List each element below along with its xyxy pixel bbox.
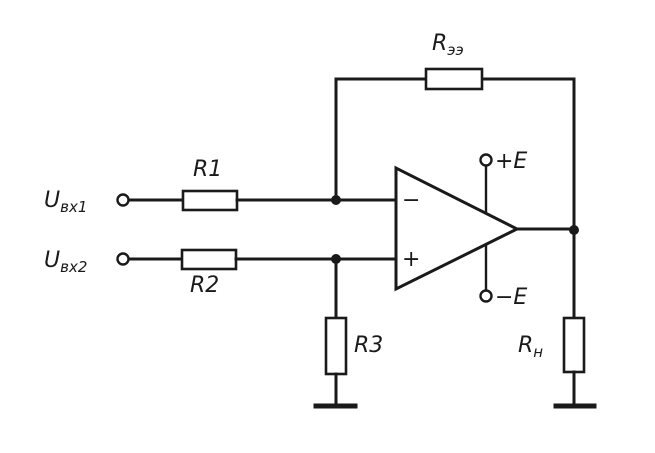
resistor-rh <box>562 316 586 374</box>
plus-e-terminal <box>479 153 493 167</box>
feedback-wire-right <box>480 77 576 232</box>
opamp-inverting-sign: − <box>402 188 420 213</box>
resistor-r1 <box>181 189 239 212</box>
input2-terminal <box>116 252 130 266</box>
resistor-r3 <box>324 316 348 376</box>
label-uin2: Uвх2 <box>44 248 87 276</box>
opamp-noninverting-sign: + <box>402 247 420 272</box>
resistor-r-feedback <box>424 67 484 91</box>
label-r3: R3 <box>354 333 383 358</box>
label-rh: Rн <box>518 333 543 361</box>
resistor-r2 <box>180 248 238 271</box>
label-r2: R2 <box>190 273 219 298</box>
minus-e-terminal <box>479 289 493 303</box>
label-minus-e: −E <box>495 285 527 310</box>
label-r-feedback: Rээ <box>432 31 464 59</box>
opamp-triangle <box>394 165 521 292</box>
junction-inverting <box>331 195 341 205</box>
input1-terminal <box>116 193 130 207</box>
label-uin1: Uвх1 <box>44 188 87 216</box>
label-r1: R1 <box>193 157 222 182</box>
label-plus-e: +E <box>495 149 527 174</box>
feedback-wire <box>334 77 428 202</box>
